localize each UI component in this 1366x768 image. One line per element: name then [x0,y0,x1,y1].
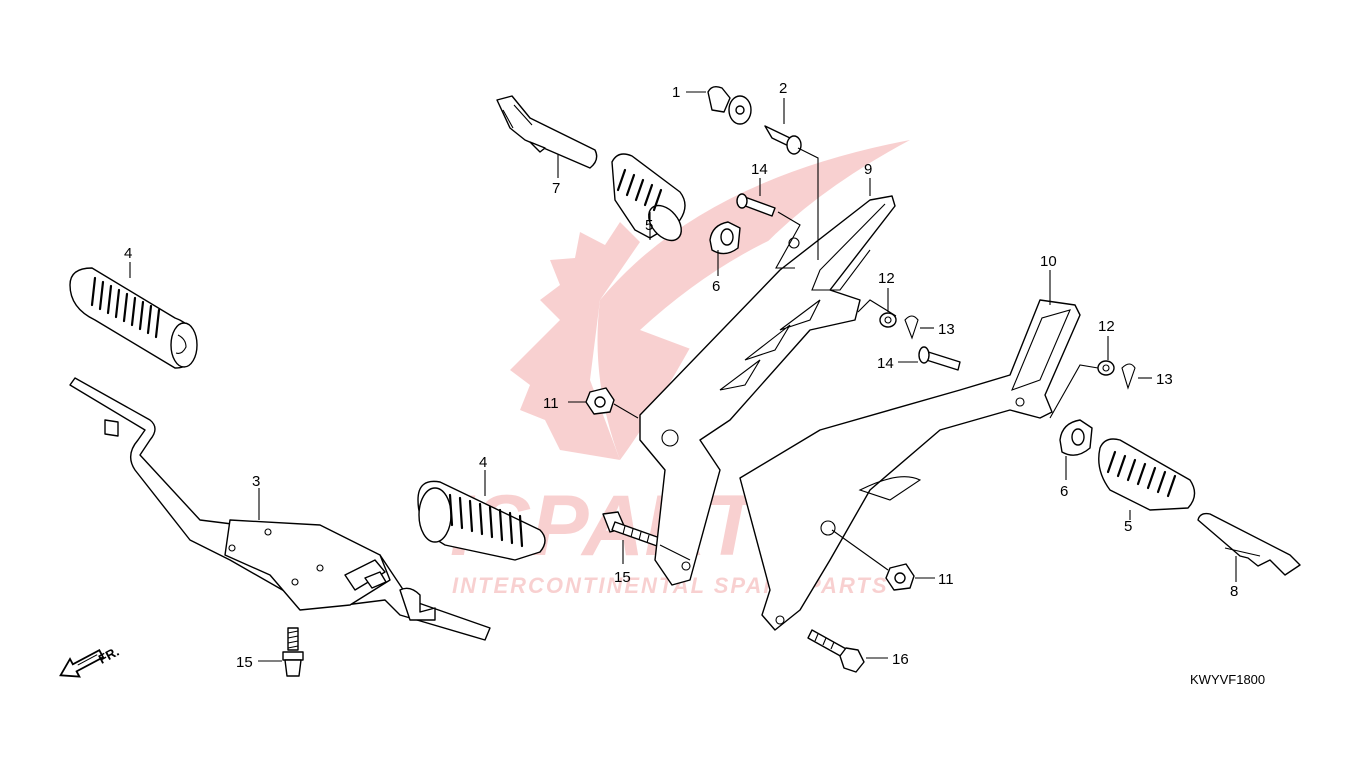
callout-5-lower: 5 [1124,518,1132,535]
part-pin-2 [764,125,802,155]
direction-label: FR. [96,644,122,667]
part-pin-14-upper [736,193,776,217]
part-bolt-15-lower [282,627,304,677]
part-nut-11-lower [885,563,915,591]
part-washer-12-upper [879,312,897,328]
part-rubber-peg-center [417,480,546,561]
callout-14-upper: 14 [751,161,768,178]
callout-11-upper: 11 [543,395,559,412]
callout-6-lower: 6 [1060,483,1068,500]
callout-1: 1 [672,84,680,101]
part-clip-13-upper [904,315,919,340]
callout-16: 16 [892,651,909,668]
direction-indicator: FR. [59,644,122,678]
part-clip-8 [1197,512,1301,576]
part-step-bar [69,377,491,641]
callout-13-upper: 13 [938,321,955,338]
callout-7: 7 [552,180,560,197]
callout-14-lower: 14 [877,355,894,372]
arrow-left-icon [59,648,105,678]
callout-15-center: 15 [614,569,631,586]
part-clip-7 [496,95,598,169]
callout-3: 3 [252,473,260,490]
part-bracket-9 [639,195,896,586]
part-bolt-15-center [602,511,661,547]
callout-8: 8 [1230,583,1238,600]
callout-12-lower: 12 [1098,318,1115,335]
part-rubber-peg-5-lower [1098,438,1196,511]
callouts: 1 2 3 4 4 5 5 6 6 7 8 9 10 11 11 12 12 1… [124,80,1238,671]
callout-11-lower: 11 [938,571,954,588]
callout-13-lower: 13 [1156,371,1173,388]
part-collar-1 [707,85,752,125]
callout-12-upper: 12 [878,270,895,287]
part-bolt-16 [807,629,865,673]
callout-6-upper: 6 [712,278,720,295]
callout-10: 10 [1040,253,1057,270]
part-rubber-peg-5-upper [611,153,686,242]
part-rubber-peg-left-large [69,267,198,369]
callout-15-lower: 15 [236,654,253,671]
callout-2: 2 [779,80,787,97]
callout-9: 9 [864,161,872,178]
part-clip-13-lower [1121,363,1136,390]
diagram-code: KWYVF1800 [1190,672,1265,687]
callout-4-center: 4 [479,454,487,471]
part-pin-14-lower [918,346,961,371]
part-bracket-10 [739,299,1081,631]
part-washer-12-lower [1097,360,1115,376]
callout-5-upper: 5 [645,217,653,234]
leader-lines [129,91,1237,662]
callout-4-left: 4 [124,245,132,262]
part-washer-6-lower [1059,419,1093,456]
